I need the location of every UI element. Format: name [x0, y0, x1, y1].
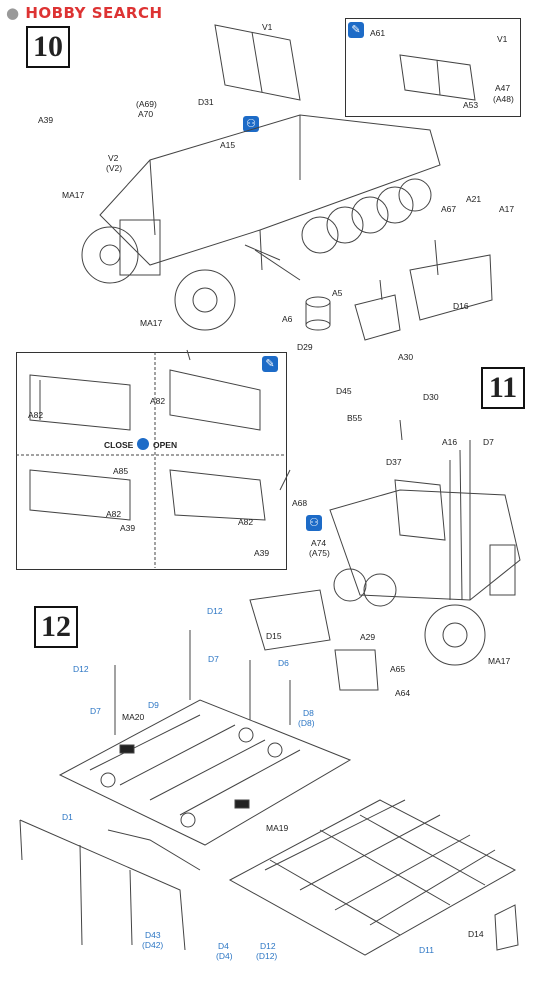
- watermark-text: HOBBY SEARCH: [25, 4, 163, 22]
- part-label: (D8): [298, 718, 315, 728]
- part-label: A67: [441, 204, 457, 214]
- part-label: A39: [120, 523, 136, 533]
- part-label: D9: [148, 700, 159, 710]
- watermark-bar: ● HOBBY SEARCH: [0, 0, 535, 26]
- part-label: D43: [145, 930, 161, 940]
- part-label: A6: [282, 314, 293, 324]
- part-label: MA17: [488, 656, 511, 666]
- close-label: CLOSE: [104, 440, 134, 450]
- part-label: (A69): [136, 99, 157, 109]
- step-number-10: 10: [26, 26, 70, 68]
- part-label: D37: [386, 457, 402, 467]
- part-label: D14: [468, 929, 484, 939]
- part-label: D7: [483, 437, 494, 447]
- assembly-icon: ⚇: [306, 515, 322, 531]
- open-label: OPEN: [153, 440, 178, 450]
- watermark-logo: ● HOBBY SEARCH: [6, 4, 163, 22]
- part-label: A5: [332, 288, 343, 298]
- part-label: (D42): [142, 940, 164, 950]
- part-label: V2: [108, 153, 119, 163]
- part-label: D15: [266, 631, 282, 641]
- part-label: A30: [398, 352, 414, 362]
- part-label: A61: [370, 28, 386, 38]
- part-label: A16: [442, 437, 458, 447]
- part-label: (A75): [309, 548, 330, 558]
- part-label: D11: [419, 945, 434, 955]
- part-label: MA20: [122, 712, 145, 722]
- part-label: V1: [262, 22, 273, 32]
- windshield-detail-inset: [345, 18, 521, 117]
- part-label: D4: [218, 941, 229, 951]
- part-label: A82: [106, 509, 122, 519]
- part-label: D7: [90, 706, 101, 716]
- paint-icon: ✎: [262, 356, 278, 372]
- step-number-11: 11: [481, 367, 525, 409]
- part-label: V1: [497, 34, 508, 44]
- part-label: A17: [499, 204, 515, 214]
- part-label: A68: [292, 498, 308, 508]
- part-label: D16: [453, 301, 469, 311]
- step-number-12: 12: [34, 606, 78, 648]
- part-label: D7: [208, 654, 219, 664]
- part-label: A64: [395, 688, 411, 698]
- part-label: A21: [466, 194, 482, 204]
- part-label: (V2): [106, 163, 123, 173]
- part-label: A65: [390, 664, 406, 674]
- part-label: A39: [38, 115, 54, 125]
- part-label: D1: [62, 812, 73, 822]
- part-label: (A48): [493, 94, 514, 104]
- part-label: MA17: [62, 190, 85, 200]
- part-label: D6: [278, 658, 289, 668]
- part-label: A82: [150, 396, 166, 406]
- part-label: (D4): [216, 951, 233, 961]
- part-label: A53: [463, 100, 479, 110]
- part-label: D30: [423, 392, 439, 402]
- swap-icon: [137, 438, 149, 450]
- part-label: D31: [198, 97, 214, 107]
- part-label: D8: [303, 708, 314, 718]
- part-label: D45: [336, 386, 352, 396]
- part-label: D12: [260, 941, 276, 951]
- part-label: A82: [238, 517, 254, 527]
- part-label: A39: [254, 548, 270, 558]
- part-label: MA19: [266, 823, 289, 833]
- part-label: A70: [138, 109, 154, 119]
- part-label: D29: [297, 342, 313, 352]
- part-label: A82: [28, 410, 44, 420]
- part-label: MA17: [140, 318, 163, 328]
- part-label: B55: [347, 413, 363, 423]
- part-label: A74: [311, 538, 327, 548]
- paint-icon: ✎: [348, 22, 364, 38]
- hood-close-open-inset: [16, 352, 287, 570]
- part-label: A29: [360, 632, 376, 642]
- part-label: A47: [495, 83, 511, 93]
- part-label: A85: [113, 466, 129, 476]
- part-label: A15: [220, 140, 236, 150]
- part-label: D12: [207, 606, 223, 616]
- part-label: (D12): [256, 951, 278, 961]
- part-label: D12: [73, 664, 89, 674]
